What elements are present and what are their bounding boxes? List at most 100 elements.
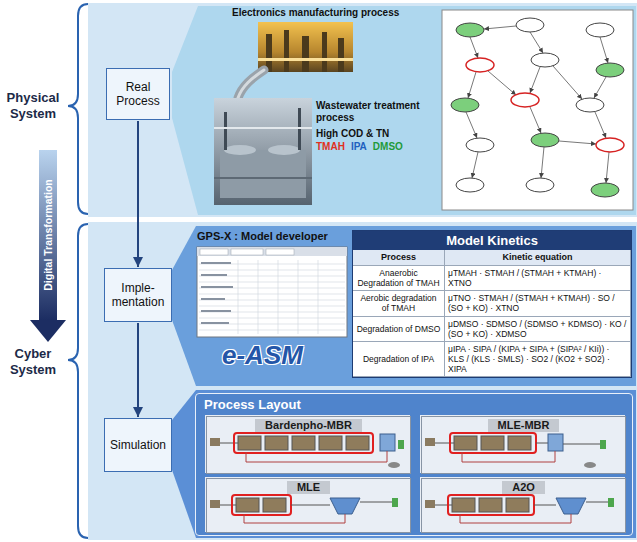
screenshot-tabs — [197, 247, 347, 256]
clarifier — [556, 498, 586, 514]
screenshot-row — [201, 310, 231, 312]
pipe-highlight — [238, 70, 264, 98]
network-link — [595, 112, 606, 138]
network-node — [456, 178, 484, 192]
network-node — [586, 23, 614, 37]
real-process-panel — [172, 6, 636, 215]
tank — [265, 436, 288, 450]
network-link — [600, 37, 608, 63]
network-link — [553, 66, 582, 99]
grid-line — [298, 260, 299, 334]
highlight-frame — [232, 495, 291, 515]
effluent-icon — [608, 498, 614, 507]
network-link — [530, 107, 541, 133]
network-link — [559, 141, 596, 144]
process-layout-panel: Process LayoutBardenpho-MBRMLE-MBR MLE A2O — [195, 393, 633, 536]
network-node — [526, 178, 554, 192]
membrane-tank — [380, 434, 395, 451]
effluent-icon — [392, 498, 398, 507]
network-frame — [442, 10, 633, 210]
pipe — [238, 70, 264, 98]
pollutant-name: TMAH — [316, 141, 345, 152]
flow-arrow — [137, 323, 139, 417]
layout-subpanel: Bardenpho-MBR — [206, 416, 411, 474]
table-cell: Anaerobic Degradation of TMAH — [353, 266, 445, 291]
screenshot-row — [201, 298, 225, 300]
subpanel-title: MLE — [287, 481, 330, 494]
panel-title: Process Layout — [196, 394, 632, 415]
panel-title: Model Kinetics — [353, 231, 631, 250]
screenshot-grid — [199, 260, 345, 334]
network-link — [470, 37, 478, 58]
photo-detail — [214, 177, 312, 179]
network-node — [456, 23, 484, 37]
photo-frame — [214, 98, 312, 205]
kinetics-panel: Model KineticsProcessKinetic equationAna… — [352, 230, 632, 378]
tank — [452, 498, 475, 512]
influent-icon — [210, 500, 220, 508]
physical-brace — [68, 4, 88, 214]
pipe-line — [534, 505, 556, 506]
process-layout-fill — [195, 393, 633, 536]
highlight-frame — [450, 433, 536, 453]
network-link — [468, 72, 476, 98]
tool-name: GPS-X : Model developer — [197, 230, 328, 242]
network-node — [516, 18, 544, 32]
photo-frame — [258, 22, 353, 72]
transform-arrowhead — [30, 320, 66, 342]
return-line — [246, 451, 387, 462]
subpanel-fill — [420, 477, 625, 532]
photo-detail — [322, 32, 327, 72]
influent-icon — [210, 438, 220, 446]
tank — [319, 436, 342, 450]
photo-detail — [266, 34, 272, 72]
reaction-network — [442, 10, 633, 210]
pipe-line — [586, 502, 608, 503]
clarifier — [330, 498, 360, 514]
grid-line — [318, 260, 319, 334]
tank — [454, 436, 477, 450]
table-header: Kinetic equation — [445, 250, 631, 266]
grid-line — [238, 260, 239, 334]
network-node — [511, 93, 539, 107]
photo-detail — [258, 58, 353, 61]
network-node — [591, 183, 619, 197]
grid-line — [199, 294, 345, 295]
influent-icon — [425, 500, 435, 508]
grid-line — [199, 270, 345, 271]
tank — [506, 498, 529, 512]
tank — [292, 436, 315, 450]
pipe-line — [536, 443, 548, 444]
network-link — [541, 147, 544, 178]
network-node — [596, 63, 624, 77]
subpanel-fill — [420, 415, 625, 473]
subpanel-title: A2O — [502, 481, 545, 494]
screenshot-frame — [197, 247, 347, 337]
layout-subpanel: MLE-MBR — [421, 416, 626, 474]
pipe-line — [220, 443, 238, 444]
network-node — [531, 133, 559, 147]
software-screenshot — [197, 247, 347, 337]
network-node — [466, 58, 494, 72]
simulation-panel — [172, 390, 636, 538]
network-node — [596, 138, 624, 152]
grid-line — [199, 318, 345, 319]
grid-line — [258, 260, 259, 334]
pipe-line — [435, 505, 452, 506]
photo-detail — [268, 145, 300, 155]
flow-arrow — [137, 121, 139, 267]
network-links — [466, 26, 609, 183]
pipe-line — [360, 502, 392, 503]
process-step-box: Simulation — [104, 418, 172, 472]
pollutant-name: IPA — [351, 141, 367, 152]
network-link — [594, 77, 606, 98]
table-cell: Degradation of IPA — [353, 342, 445, 378]
arrow-label: Digital Transformation — [39, 150, 57, 320]
pipe-line — [435, 443, 454, 444]
process-caption: Wastewater treatment process — [316, 100, 440, 124]
return-line — [460, 514, 571, 523]
return-line — [462, 451, 555, 462]
grid-line — [199, 306, 345, 307]
photo-detail — [224, 145, 256, 155]
